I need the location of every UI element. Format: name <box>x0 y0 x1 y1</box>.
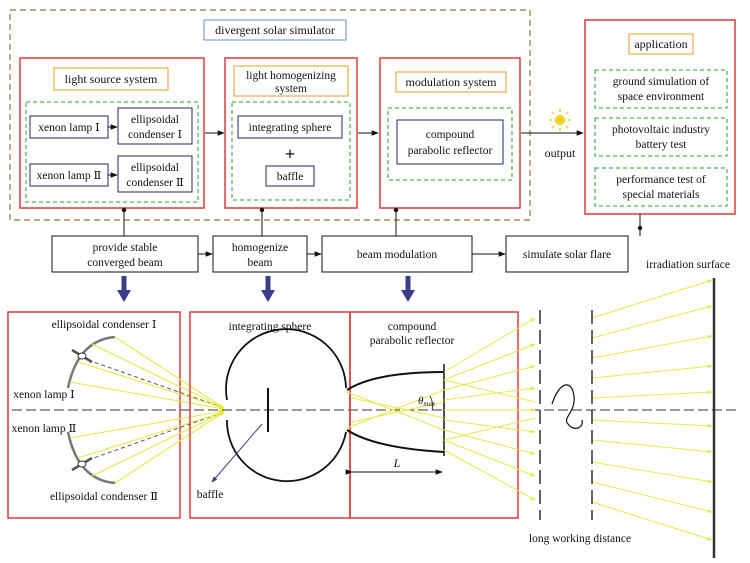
xenon-lamp-1-label: xenon lamp Ⅰ <box>38 122 99 134</box>
simulator-title: divergent solar simulator <box>215 23 335 37</box>
integrating-sphere-shape <box>225 328 347 483</box>
integrating-sphere-label: integrating sphere <box>249 122 332 134</box>
app-item-2-a: photovoltaic industry <box>612 124 710 136</box>
condenser-2-box <box>117 155 193 193</box>
panel-cpr <box>349 311 519 519</box>
light-source-title-box <box>53 67 169 91</box>
condenser-1-box <box>117 107 193 145</box>
baffle-box <box>265 165 315 187</box>
flow-1-a: provide stable <box>93 242 158 254</box>
distance-break-symbol <box>551 384 583 429</box>
modulation-title-box <box>395 71 507 93</box>
flow-2-a: homogenize <box>232 242 288 254</box>
app-item-1-a: ground simulation of <box>613 76 710 88</box>
application-title-box <box>628 33 694 55</box>
light-source-title: light source system <box>65 72 158 86</box>
condenser-2-label-a: ellipsoidal <box>131 162 179 174</box>
condenser-1-label-a: ellipsoidal <box>131 114 179 126</box>
cpr-box <box>396 119 504 165</box>
flow-3: beam modulation <box>357 249 437 261</box>
cpr-reflector-shape <box>346 371 445 453</box>
sun-icon <box>549 109 571 131</box>
theta-arc <box>429 395 434 411</box>
flow-box-homogenize <box>212 235 308 273</box>
app-item-3-a: performance test of <box>616 174 706 186</box>
flow-1-b: converged beam <box>87 257 163 269</box>
app-item-3-box <box>594 167 728 207</box>
flow-box-solar-flare <box>505 235 629 273</box>
plus-sign: + <box>285 144 295 164</box>
app-item-2-b: battery test <box>636 139 688 151</box>
flow-box-beam-modulation <box>321 235 473 273</box>
app-item-1-b: space environment <box>618 91 705 103</box>
irradiation-surface-label: irradiation surface <box>646 259 730 271</box>
flow-2-b: beam <box>248 257 273 269</box>
blue-down-arrows <box>121 276 411 292</box>
homogenizing-system-box <box>224 57 358 209</box>
homogenizing-title-b: system <box>275 83 307 95</box>
homogenizing-title-box <box>233 65 349 97</box>
output-label: output <box>545 146 576 160</box>
panel-light-source <box>7 311 181 519</box>
condenser-2-label-b: condenser Ⅱ <box>126 177 183 189</box>
flow-box-converged-beam <box>51 235 199 273</box>
simulator-outer-box <box>9 9 531 221</box>
modulation-system-box <box>379 57 521 209</box>
cpr-label-b: parabolic reflector <box>408 145 493 157</box>
bottom-condenser-1-label: ellipsoidal condenser Ⅰ <box>52 319 157 331</box>
homogenizing-inner-box <box>231 101 351 201</box>
homogenizing-title-a: light homogenizing <box>246 70 336 82</box>
condenser-2-mirror <box>66 431 116 485</box>
bottom-cpr-label-a: compound <box>388 321 437 333</box>
theta-max-label: θmax <box>418 395 436 408</box>
app-item-1-box <box>594 69 728 109</box>
bottom-xenon-2-label: xenon lamp Ⅱ <box>12 423 77 435</box>
cpr-label-a: compound <box>426 129 475 141</box>
modulation-title: modulation system <box>406 75 498 89</box>
bottom-condenser-2-label: ellipsoidal condenser Ⅱ <box>50 491 158 503</box>
light-source-inner-box <box>25 101 199 203</box>
flow-4: simulate solar flare <box>523 249 611 261</box>
bottom-baffle-label: baffle <box>197 489 224 501</box>
bottom-xenon-1-label: xenon lamp Ⅰ <box>13 389 74 401</box>
app-item-3-b: special materials <box>623 189 700 201</box>
long-distance-label: long working distance <box>529 533 631 545</box>
application-box <box>584 19 736 215</box>
condenser-1-label-b: condenser Ⅰ <box>128 129 182 141</box>
light-source-system-box <box>19 57 205 209</box>
condenser-1-mirror <box>66 335 116 389</box>
length-L-label: L <box>393 456 401 470</box>
application-title: application <box>634 37 687 51</box>
diverging-rays <box>443 279 713 541</box>
baffle-pointer <box>211 423 263 483</box>
bottom-cpr-label-b: parabolic reflector <box>370 335 455 347</box>
app-item-2-box <box>594 117 728 157</box>
baffle-label: baffle <box>277 171 304 183</box>
integrating-sphere-box <box>237 115 343 139</box>
simulator-title-box <box>203 19 347 41</box>
xenon-lamp-2-label: xenon lamp Ⅱ <box>37 170 102 182</box>
